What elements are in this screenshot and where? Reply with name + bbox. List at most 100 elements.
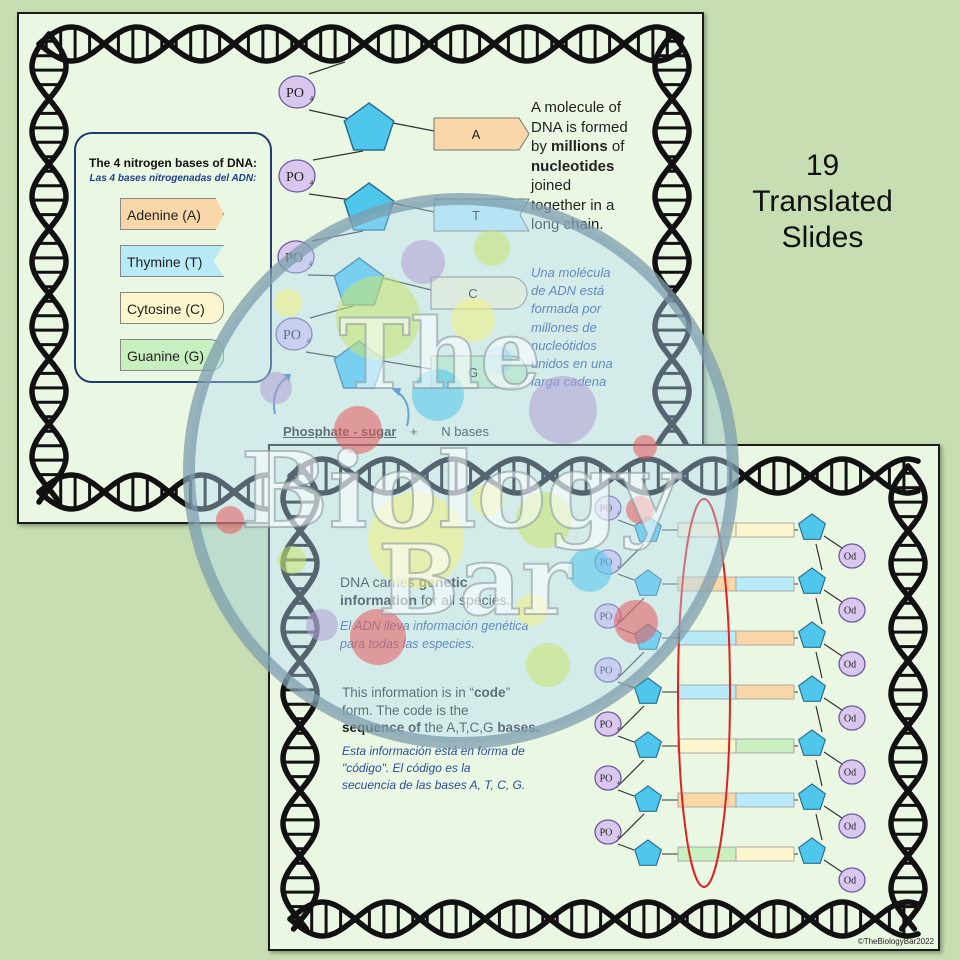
phosphate-label: Od xyxy=(844,552,856,563)
desc-line: joined xyxy=(531,177,572,194)
phosphate-label: PO xyxy=(600,720,613,731)
guanine-tag: Guanine (G) xyxy=(120,339,224,371)
desc-line: nucleotides xyxy=(531,157,615,175)
helix-rungs xyxy=(44,27,684,61)
desc-es-line: millones de xyxy=(531,319,597,335)
bond-line xyxy=(617,519,635,527)
desc-es-line: nucleótidos xyxy=(531,337,597,353)
phosphate-label: PO xyxy=(600,558,613,569)
base-shape xyxy=(433,117,530,151)
phosphate-label: PO xyxy=(286,170,304,185)
phosphate-label: PO xyxy=(600,612,613,623)
sugar-icon xyxy=(343,102,395,151)
sugar-icon xyxy=(797,621,827,648)
code-info-spanish: Esta información está en forma de "códig… xyxy=(342,744,526,792)
sugar-icon xyxy=(797,567,827,594)
base-shape xyxy=(433,198,530,232)
base-pair-right xyxy=(735,684,795,700)
base-pair-left xyxy=(677,684,737,700)
bond-line xyxy=(815,705,823,733)
bases-legend-title: The 4 nitrogen bases of DNA: xyxy=(88,156,258,170)
phosphate-icon xyxy=(838,705,866,731)
sugar-icon xyxy=(333,257,385,306)
helix-strand xyxy=(36,24,685,64)
phosphate-subscript: 4 xyxy=(307,337,311,345)
desc-line: DNA is formed xyxy=(531,118,628,136)
phosphate-icon xyxy=(278,75,316,109)
base-letter: G xyxy=(468,365,478,380)
sugar-icon xyxy=(633,677,663,704)
bond-line xyxy=(823,805,843,819)
helix-strand xyxy=(29,31,69,505)
phosphate-label: PO xyxy=(600,828,613,839)
phosphate-label: Od xyxy=(844,714,856,725)
base-pair-right xyxy=(735,576,795,592)
desc-es-line: larga cadena xyxy=(531,374,607,390)
phosphate-label: PO xyxy=(286,86,304,101)
genetic-info-spanish: El ADN lleva información genética para t… xyxy=(340,619,529,651)
side-line-translated: Translated xyxy=(752,185,893,218)
helix-strand xyxy=(36,24,685,64)
desc-line: by millions of xyxy=(531,138,625,155)
desc-es-line: de ADN está xyxy=(531,283,605,299)
helix-rungs xyxy=(891,471,925,909)
bond-line xyxy=(617,735,635,743)
bond-line xyxy=(617,789,635,797)
base-pair-right xyxy=(735,846,795,862)
bond-line xyxy=(815,813,823,841)
sugar-icon xyxy=(633,623,663,650)
desc-line: A molecule of xyxy=(531,99,622,116)
bond-line xyxy=(823,535,843,549)
side-caption: 19 Translated Slides xyxy=(710,148,935,256)
phosphate-icon xyxy=(838,597,866,623)
desc-line: long chain. xyxy=(531,216,604,233)
bond-line xyxy=(823,697,843,711)
bond-line xyxy=(617,627,635,635)
phosphate-subscript: 4 xyxy=(310,179,314,187)
phosphate-sugar-caption: Phosphate - sugar xyxy=(283,424,397,439)
bond-line xyxy=(815,597,823,625)
phosphate-label: Od xyxy=(844,822,856,833)
sugar-icon xyxy=(343,182,395,231)
base-pair-left xyxy=(677,522,737,538)
desc-es-line: Una molécula xyxy=(531,265,611,280)
sugar-icon xyxy=(797,783,827,810)
phosphate-label: Od xyxy=(844,660,856,671)
sugar-icon xyxy=(633,731,663,758)
sugar-icon xyxy=(797,729,827,756)
bond-line xyxy=(617,681,635,689)
bond-line xyxy=(392,202,435,213)
phosphate-subscript: 4 xyxy=(617,836,620,841)
base-shape xyxy=(430,276,528,310)
phosphate-subscript: 4 xyxy=(310,95,314,103)
arrow-icon xyxy=(396,391,410,427)
n-bases-caption: N bases xyxy=(441,424,489,439)
bond-line xyxy=(311,230,364,242)
bond-line xyxy=(823,643,843,657)
base-letter: C xyxy=(468,286,477,301)
phosphate-subscript: 4 xyxy=(617,782,620,787)
code-info-english: This information is in “code” form. The … xyxy=(342,685,540,736)
base-letter: T xyxy=(472,208,480,223)
base-pair-left xyxy=(677,630,737,646)
description-english: A molecule of DNA is formed by millions … xyxy=(531,98,691,235)
phosphate-icon xyxy=(838,867,866,893)
phosphate-icon xyxy=(594,765,622,791)
base-pair-left xyxy=(677,738,737,754)
bond-line xyxy=(392,122,435,132)
helix-strand xyxy=(888,463,928,932)
sugar-icon xyxy=(633,839,663,866)
helix-strand xyxy=(287,899,921,939)
base-pair-left xyxy=(677,846,737,862)
phosphate-label: PO xyxy=(285,251,303,266)
base-letter: A xyxy=(472,127,481,142)
phosphate-icon xyxy=(278,159,316,193)
cytosine-tag: Cytosine (C) xyxy=(120,292,224,324)
bond-line xyxy=(823,859,843,873)
arrow-icon xyxy=(273,375,290,415)
sugar-icon xyxy=(797,513,827,540)
base-pair-right xyxy=(735,522,795,538)
phosphate-label: PO xyxy=(600,774,613,785)
base-pair-right xyxy=(735,630,795,646)
